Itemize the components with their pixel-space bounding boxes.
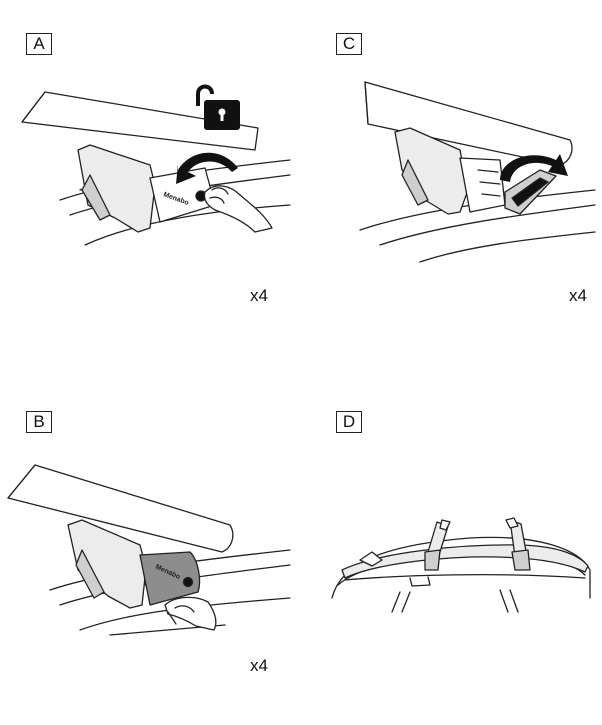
illustration-a: Menabo: [21, 84, 291, 246]
antenna-fin: [359, 551, 383, 567]
illustration-c: [359, 81, 596, 263]
crossbar-front: [424, 519, 451, 571]
rotate-arrow-icon: [176, 152, 238, 184]
rotate-arrow-icon: [500, 154, 568, 182]
step-label-b: B: [26, 411, 52, 433]
hand-icon: [164, 596, 217, 631]
unlock-padlock-icon: [196, 84, 240, 130]
quantity-c: x4: [569, 286, 587, 305]
step-label-c: C: [336, 33, 362, 55]
illustration-b: Menabo: [7, 464, 291, 636]
step-label-d: D: [336, 411, 362, 433]
quantity-a: x4: [250, 286, 268, 305]
crossbar-rear: [505, 517, 531, 571]
key-lock-b: [182, 576, 194, 588]
hand-icon: [203, 185, 273, 233]
step-label-a: A: [26, 33, 52, 55]
quantity-b: x4: [250, 656, 268, 675]
